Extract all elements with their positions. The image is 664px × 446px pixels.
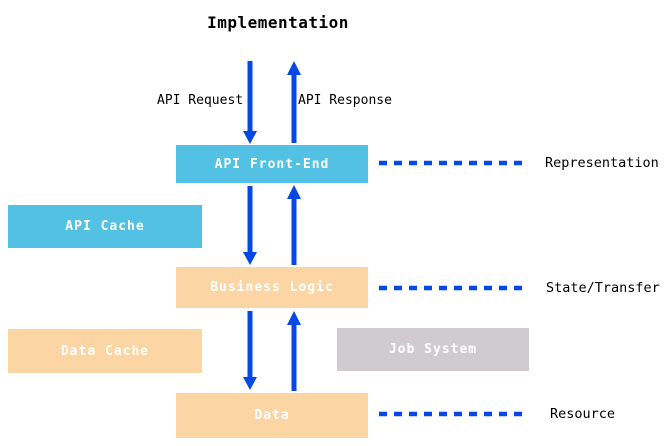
arrowhead-up-bottom <box>287 311 301 325</box>
arrowhead-up-top <box>287 61 301 75</box>
box-data: Data <box>176 393 368 438</box>
representation-label: Representation <box>545 155 659 171</box>
box-data-cache: Data Cache <box>8 329 202 373</box>
state-transfer-label: State/Transfer <box>546 280 660 296</box>
arrowhead-down-middle <box>243 252 257 265</box>
api-request-label: API Request <box>157 93 244 108</box>
diagram-title: Implementation <box>207 13 349 32</box>
box-api-front-end: API Front-End <box>176 145 368 183</box>
box-job-system: Job System <box>337 328 529 371</box>
box-api-cache: API Cache <box>8 205 202 248</box>
api-response-label: API Response <box>298 93 392 108</box>
arrowhead-up-middle <box>287 185 301 199</box>
resource-label: Resource <box>550 406 616 422</box>
arrowhead-down-top <box>243 131 257 144</box>
box-business-logic: Business Logic <box>176 267 368 308</box>
arrowhead-down-bottom <box>243 377 257 390</box>
